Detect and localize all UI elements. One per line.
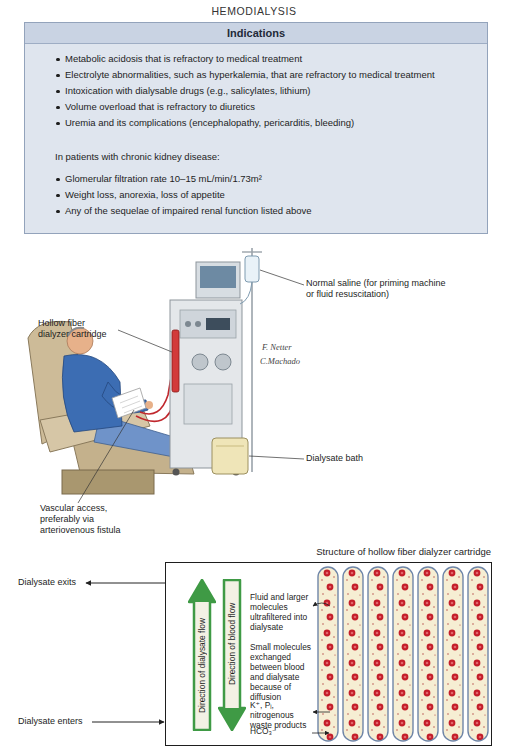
paper-sheet <box>112 388 146 418</box>
callout-label: Vascular access, preferably via arteriov… <box>40 503 140 536</box>
leader-line <box>118 330 172 352</box>
fluid-level <box>216 446 244 447</box>
leader-line <box>260 270 304 285</box>
hollow-fiber <box>443 567 463 741</box>
machine-panel <box>184 384 232 424</box>
page-title: HEMODIALYSIS <box>0 5 508 18</box>
bullet-item: Intoxication with dialysable drugs (e.g.… <box>65 85 311 97</box>
bullet-dot <box>56 210 60 214</box>
callout-label: Normal saline (for priming machine or fl… <box>306 278 456 300</box>
box-heading: Indications <box>25 27 487 40</box>
flow-arrow-down: Direction of blood flow <box>218 579 246 731</box>
arrow-tip <box>219 708 245 730</box>
bullet-dot <box>56 58 60 62</box>
hollow-fiber <box>468 567 488 741</box>
bullet-dot <box>56 178 60 182</box>
bullet-item: Metabolic acidosis that is refractory to… <box>65 53 302 65</box>
arrow-body <box>189 580 215 730</box>
waste-arrow <box>313 712 330 713</box>
flow-label: Direction of blood flow <box>218 581 246 707</box>
hollow-fiber <box>368 567 388 741</box>
wheel <box>173 469 180 476</box>
arrow-tip <box>189 580 215 602</box>
iv-hook <box>242 251 262 252</box>
dialyzer-cartridge <box>172 330 179 392</box>
arrow-body <box>219 580 245 730</box>
process-note: Fluid and larger molecules ultrafiltered… <box>250 593 312 633</box>
dialyzer-structure-box: Structure of hollow fiber dialyzer cartr… <box>165 562 492 746</box>
bullet-dot <box>56 194 60 198</box>
artist-signature: F. Netter <box>262 342 312 352</box>
indications-box: IndicationsMetabolic acidosis that is re… <box>24 22 488 234</box>
bicarbonate-arrow <box>312 733 329 734</box>
paper-lines <box>120 396 142 413</box>
ultrafiltration-arrow <box>313 603 330 606</box>
hollow-fiber <box>343 567 363 741</box>
bullet-dot <box>56 90 60 94</box>
callout-label: Hollow fiber dialyzer cartridge <box>38 318 118 340</box>
bullet-dot <box>56 106 60 110</box>
subheading: In patients with chronic kidney disease: <box>55 151 220 163</box>
knob <box>185 321 191 327</box>
bullet-dot <box>56 122 60 126</box>
dialysate-container <box>212 438 248 474</box>
blood-pump <box>192 354 208 370</box>
bullet-item: Weight loss, anorexia, loss of appetite <box>65 189 225 201</box>
control-panel <box>180 310 236 338</box>
monitor-screen <box>200 266 236 288</box>
hollow-fiber <box>393 567 413 741</box>
bullet-item: Glomerular filtration rate 10–15 mL/min/… <box>65 173 262 185</box>
box-heading: Structure of hollow fiber dialyzer cartr… <box>266 546 491 558</box>
leader-line <box>249 456 304 459</box>
hollow-fiber <box>318 567 338 741</box>
display <box>206 318 230 330</box>
bullet-item: Uremia and its complications (encephalop… <box>65 117 354 129</box>
saline-bag <box>245 256 259 282</box>
solute-note: HCO₃⁻ <box>250 727 312 737</box>
leader-line <box>78 410 134 503</box>
callout-label: Dialysate bath <box>306 453 406 464</box>
chair-base <box>62 470 154 494</box>
knob <box>195 321 201 327</box>
saline-tube <box>240 282 252 304</box>
bullet-item: Any of the sequelae of impaired renal fu… <box>65 205 312 217</box>
dialysate-in-arrow <box>92 722 164 723</box>
flow-label: Dialysate enters <box>18 716 90 727</box>
artist-signature: C.Machado <box>260 356 320 366</box>
blood-pump <box>215 354 231 370</box>
hollow-fiber <box>418 567 438 741</box>
flow-label: Direction of dialysate flow <box>188 603 216 729</box>
bullet-item: Electrolyte abnormalities, such as hyper… <box>65 69 435 81</box>
bullet-dot <box>56 74 60 78</box>
bullet-item: Volume overload that is refractory to di… <box>65 101 255 113</box>
process-note: Small molecules exchanged between blood … <box>250 643 312 702</box>
flow-label: Dialysate exits <box>18 577 84 588</box>
machine-monitor <box>196 262 240 298</box>
flow-arrow-up: Direction of dialysate flow <box>188 579 216 731</box>
dialysate-out-arrow <box>86 583 165 584</box>
